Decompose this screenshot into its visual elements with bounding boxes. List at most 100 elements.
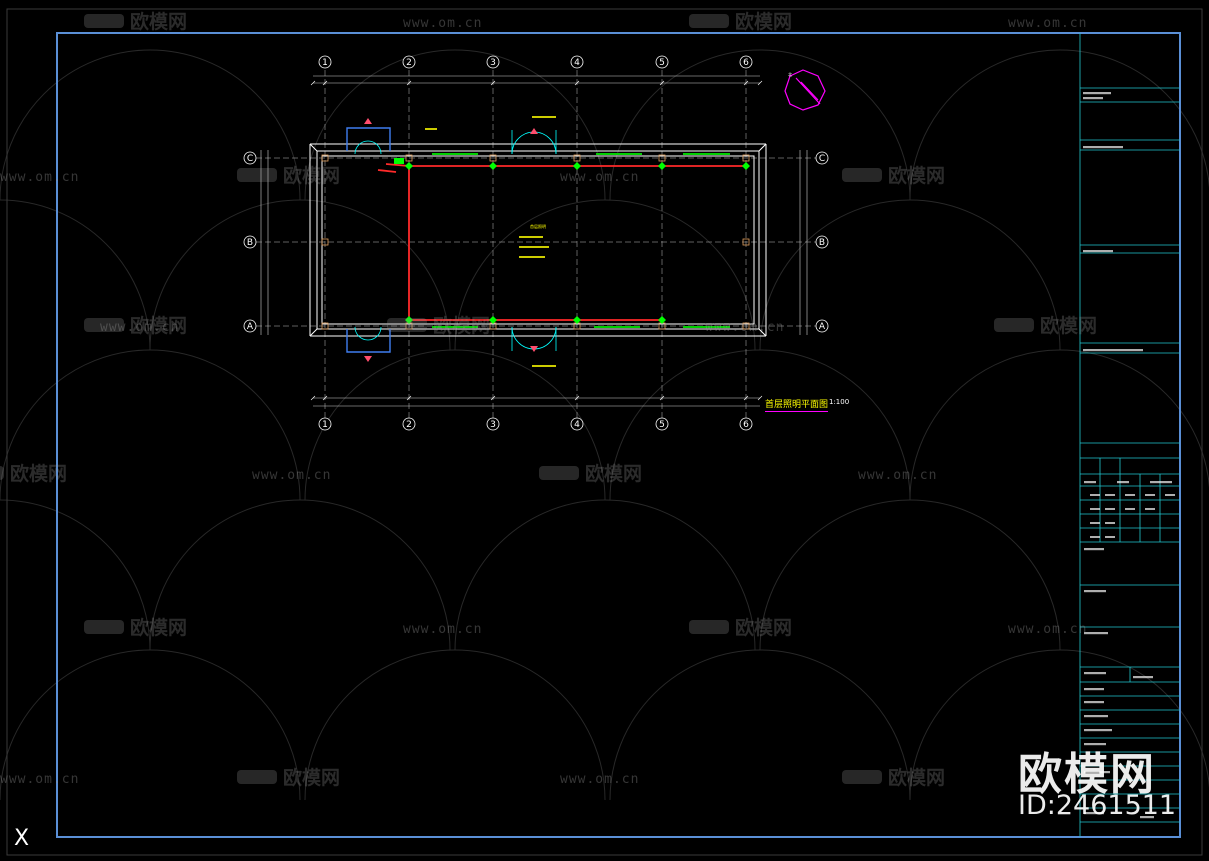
title-block-text-mark [1084,729,1112,732]
title-block-cell-mark [1125,494,1135,496]
drawing-frame [56,32,1181,838]
column-marker [321,238,329,246]
title-block-cell-mark [1125,508,1135,510]
light-fixtures [310,80,763,401]
column-marker [489,154,497,162]
entrance-markers [364,118,538,362]
annotation-line-2 [519,246,549,248]
watermark-arc [0,649,301,801]
watermark-arc [0,349,301,501]
watermark-brand-text: 欧模网 [130,314,187,337]
title-block-text-mark [1084,812,1104,815]
plan-scale: 1:100 [829,398,850,406]
dimension-lines-top [260,75,808,407]
watermark-arc [909,49,1209,201]
building-walls [309,143,767,337]
column-marker [573,154,581,162]
title-block-text-mark [1083,92,1111,95]
title-block-text-mark [1083,349,1143,352]
watermark-brand-text: 欧模网 [10,462,67,485]
column-marker [742,238,750,246]
watermark-arc [149,499,451,651]
light-fixture [573,162,581,170]
axis-label-col-1-bottom: 1 [322,420,328,430]
distribution-box [394,158,404,164]
watermark-arc [909,349,1209,501]
watermark-brand-text: 欧模网 [130,616,187,639]
brand-watermark: 欧模网 [1018,749,1156,800]
axis-bubble-col-4-top [570,55,584,69]
title-block-text-mark [1084,632,1108,635]
light-fixture [405,316,413,324]
axis-bubble-col-5-bottom [655,417,669,431]
watermark-logo-icon [0,466,4,480]
light-fixture [489,316,497,324]
title-block-text-mark [1140,816,1154,819]
dim-tick [743,395,749,401]
watermark-url-text: www.om.cn [705,320,784,335]
watermark-url-text: www.om.cn [0,170,79,185]
watermark-url-text: www.om.cn [403,622,482,637]
axis-label-col-1-top: 1 [322,58,328,68]
column-marker [405,154,413,162]
watermark-brand-text: 欧模网 [433,314,490,337]
axis-bubble-col-3-bottom [486,417,500,431]
axis-label-row-B-left: B [247,238,253,248]
title-block-text-mark [1150,481,1172,484]
watermark-logo-icon [994,318,1034,332]
light-fixture [658,162,666,170]
axis-label-col-6-bottom: 6 [743,420,749,430]
dim-tick [743,80,749,86]
watermark-brand-text: 欧模网 [1040,314,1097,337]
watermark-logo-icon [689,14,729,28]
title-block-text-mark [1084,771,1110,774]
title-block-text-mark [1084,481,1096,484]
room-label: 首层照明 [530,223,546,229]
watermark-arc [454,199,756,351]
watermark-url-text: www.om.cn [560,772,639,787]
plan-title: 首层照明平面图 [765,397,829,412]
axis-label-col-6-top: 6 [743,58,749,68]
dim-tick [310,395,316,401]
dim-tick [490,80,496,86]
watermark-logo-icon [387,318,427,332]
dim-tick [757,395,763,401]
dim-tick [322,80,328,86]
axis-bubble-row-C-left [243,151,257,165]
watermark-arcs [0,49,1209,801]
grid-axes-horizontal [256,157,816,327]
dim-tick [310,80,316,86]
watermark-arc [0,199,151,351]
axis-label-row-B-right: B [819,238,825,248]
watermark-arc [0,49,301,201]
dim-tick [574,395,580,401]
watermark-logo-icon [842,770,882,784]
axis-bubble-col-2-bottom [402,417,416,431]
title-block-cell-mark [1105,494,1115,496]
title-block-text-mark [1084,715,1108,718]
title-block-text-mark [1083,97,1103,100]
watermark-brand-text: 欧模网 [130,10,187,33]
watermark-logo-icon [84,620,124,634]
title-block-cell-mark [1165,494,1175,496]
title-block-text-marks [1083,92,1175,819]
watermark-arc [0,499,151,651]
watermark-brand-text: 欧模网 [735,10,792,33]
watermark-logo-icon [237,168,277,182]
north-arrow: 北 [784,69,826,111]
axis-bubble-row-B-left [243,235,257,249]
light-fixture [658,316,666,324]
watermark-brand-text: 欧模网 [888,766,945,789]
title-block-text-mark [1083,250,1113,253]
axis-bubble-col-2-top [402,55,416,69]
light-fixture [489,162,497,170]
title-block-cell-mark [1105,522,1115,524]
axis-bubble-row-A-right [815,319,829,333]
watermark-arc [609,649,911,801]
light-fixture [573,316,581,324]
cursor-crosshair-icon: X [14,826,30,851]
watermarks: 欧模网欧模网欧模网欧模网欧模网欧模网欧模网欧模网欧模网欧模网欧模网欧模网欧模网w… [0,10,1097,789]
